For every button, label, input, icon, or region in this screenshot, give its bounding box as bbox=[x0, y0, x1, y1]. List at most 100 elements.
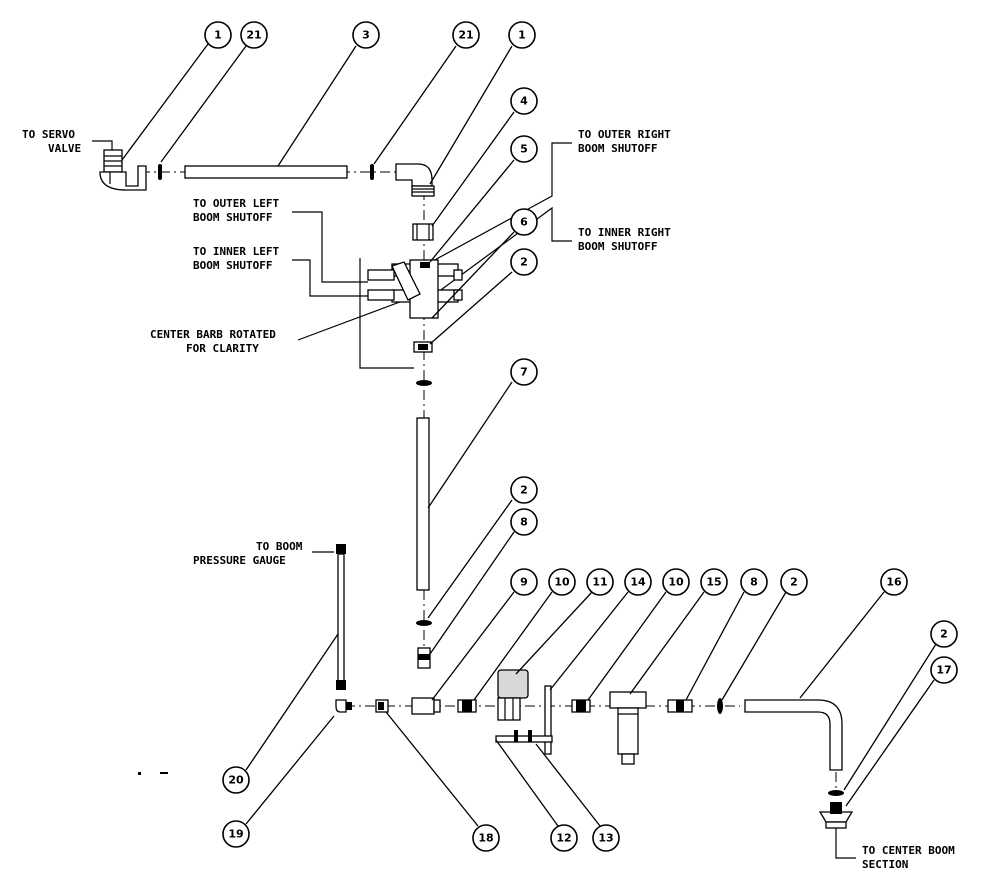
svg-text:10: 10 bbox=[554, 576, 570, 589]
callout-2: 2 bbox=[930, 620, 958, 648]
callout-10: 10 bbox=[548, 568, 576, 596]
svg-text:18: 18 bbox=[478, 832, 493, 845]
svg-text:21: 21 bbox=[458, 29, 473, 42]
callout-3: 3 bbox=[352, 21, 380, 49]
svg-text:4: 4 bbox=[520, 95, 528, 108]
svg-text:2: 2 bbox=[790, 576, 798, 589]
svg-text:2: 2 bbox=[940, 628, 948, 641]
bracket-14 bbox=[495, 685, 553, 755]
hose-clamp-21-right bbox=[370, 164, 374, 180]
callout-1: 1 bbox=[204, 21, 232, 49]
callout-13: 13 bbox=[592, 824, 620, 852]
note-center-barb-1: CENTER BARB ROTATED bbox=[150, 328, 276, 341]
svg-text:16: 16 bbox=[886, 576, 902, 589]
clamp-2-upper bbox=[416, 380, 432, 386]
valve-11 bbox=[497, 669, 529, 721]
note-to-inner-right-1: TO INNER RIGHT bbox=[578, 226, 671, 239]
note-to-outer-right-1: TO OUTER RIGHT bbox=[578, 128, 671, 141]
callout-6: 6 bbox=[510, 208, 538, 236]
fitting-18 bbox=[375, 699, 389, 713]
svg-text:1: 1 bbox=[518, 29, 526, 42]
hose-16 bbox=[744, 699, 843, 771]
callout-7: 7 bbox=[510, 358, 538, 386]
callout-14: 14 bbox=[624, 568, 652, 596]
stray-mark bbox=[160, 772, 168, 774]
svg-text:14: 14 bbox=[630, 576, 646, 589]
callout-1: 1 bbox=[508, 21, 536, 49]
svg-text:8: 8 bbox=[750, 576, 758, 589]
svg-text:10: 10 bbox=[668, 576, 684, 589]
note-to-outer-left-1: TO OUTER LEFT bbox=[193, 197, 279, 210]
callout-8: 8 bbox=[740, 568, 768, 596]
svg-text:21: 21 bbox=[246, 29, 261, 42]
svg-text:15: 15 bbox=[706, 576, 721, 589]
servo-elbow-fitting bbox=[99, 149, 147, 191]
callout-20: 20 bbox=[222, 766, 250, 794]
note-to-inner-left-1: TO INNER LEFT bbox=[193, 245, 279, 258]
svg-text:1: 1 bbox=[214, 29, 222, 42]
svg-text:2: 2 bbox=[520, 484, 528, 497]
note-to-center-boom-2: SECTION bbox=[862, 858, 908, 871]
svg-text:19: 19 bbox=[228, 828, 243, 841]
barb-2-upper bbox=[413, 341, 433, 353]
svg-text:2: 2 bbox=[520, 256, 528, 269]
svg-text:3: 3 bbox=[362, 29, 370, 42]
callout-4: 4 bbox=[510, 87, 538, 115]
note-to-outer-right-2: BOOM SHUTOFF bbox=[578, 142, 657, 155]
fitting-8-vertical bbox=[417, 647, 431, 669]
right-elbow-fitting bbox=[395, 163, 435, 197]
note-to-servo-valve-1: TO SERVO bbox=[22, 128, 75, 141]
callout-15: 15 bbox=[700, 568, 728, 596]
callout-21: 21 bbox=[452, 21, 480, 49]
hose-7 bbox=[416, 417, 430, 591]
filter-15 bbox=[609, 691, 647, 765]
callout-2: 2 bbox=[510, 476, 538, 504]
svg-text:13: 13 bbox=[598, 832, 613, 845]
gauge-hose-20 bbox=[336, 544, 346, 690]
callout-2: 2 bbox=[510, 248, 538, 276]
callout-17: 17 bbox=[930, 656, 958, 684]
callout-11: 11 bbox=[586, 568, 614, 596]
tee-9 bbox=[411, 697, 441, 715]
svg-text:11: 11 bbox=[592, 576, 607, 589]
manifold-block bbox=[367, 259, 463, 319]
callout-16: 16 bbox=[880, 568, 908, 596]
fitting-10-left bbox=[457, 699, 477, 713]
svg-text:9: 9 bbox=[520, 576, 528, 589]
note-to-outer-left-2: BOOM SHUTOFF bbox=[193, 211, 272, 224]
svg-text:6: 6 bbox=[520, 216, 528, 229]
callout-8: 8 bbox=[510, 508, 538, 536]
clamp-2-right bbox=[828, 790, 844, 796]
note-to-pressure-gauge-2: PRESSURE GAUGE bbox=[193, 554, 286, 567]
elbow-19 bbox=[335, 699, 352, 713]
svg-text:17: 17 bbox=[936, 664, 951, 677]
svg-text:8: 8 bbox=[520, 516, 528, 529]
callout-2: 2 bbox=[780, 568, 808, 596]
callout-5: 5 bbox=[510, 135, 538, 163]
hose-3 bbox=[184, 165, 348, 179]
callout-9: 9 bbox=[510, 568, 538, 596]
fitting-8-horizontal bbox=[667, 699, 693, 713]
svg-text:20: 20 bbox=[228, 774, 244, 787]
note-to-pressure-gauge-1: TO BOOM bbox=[256, 540, 303, 553]
note-to-center-boom-1: TO CENTER BOOM bbox=[862, 844, 955, 857]
svg-text:7: 7 bbox=[520, 366, 528, 379]
note-to-inner-left-2: BOOM SHUTOFF bbox=[193, 259, 272, 272]
fitting-10-right bbox=[571, 699, 591, 713]
callout-19: 19 bbox=[222, 820, 250, 848]
clamp-2-horizontal bbox=[717, 698, 723, 714]
svg-text:5: 5 bbox=[520, 143, 528, 156]
callout-12: 12 bbox=[550, 824, 578, 852]
note-to-inner-right-2: BOOM SHUTOFF bbox=[578, 240, 657, 253]
note-center-barb-2: FOR CLARITY bbox=[186, 342, 259, 355]
callout-21: 21 bbox=[240, 21, 268, 49]
fitting-4 bbox=[412, 223, 434, 241]
hose-clamp-21-left bbox=[158, 164, 162, 180]
barb-17 bbox=[818, 802, 854, 829]
clamp-2-lower bbox=[416, 620, 432, 626]
callout-18: 18 bbox=[472, 824, 500, 852]
note-to-servo-valve-2: VALVE bbox=[48, 142, 81, 155]
svg-text:12: 12 bbox=[556, 832, 571, 845]
